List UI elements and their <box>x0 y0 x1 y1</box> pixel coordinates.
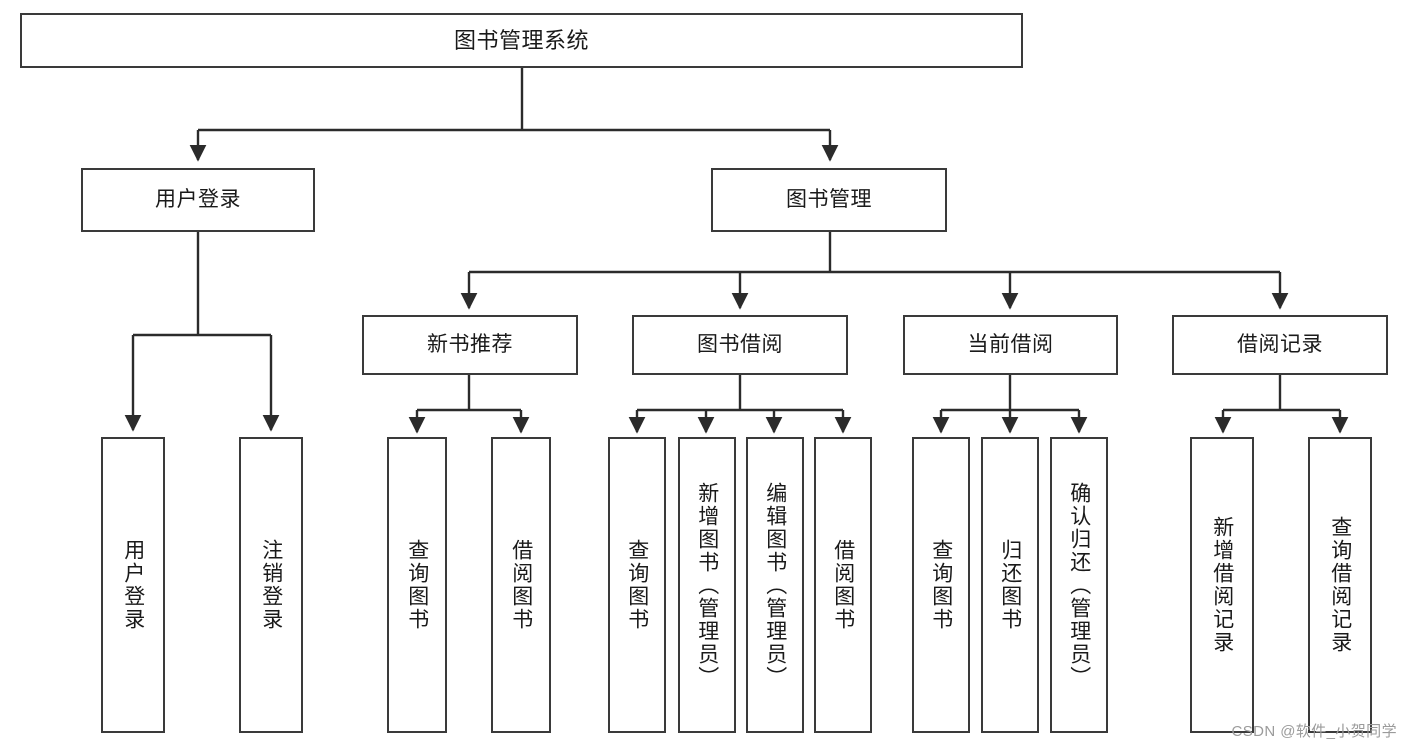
node-book-borrow-label: 图书借阅 <box>697 332 783 356</box>
node-leaf-borrow-book-2[interactable]: 借阅图书 <box>814 437 872 733</box>
node-leaf-return-book-label: 归还图书 <box>998 539 1022 631</box>
node-leaf-edit-book-label: 编辑图书（管理员） <box>763 481 787 689</box>
node-leaf-query-book-3[interactable]: 查询图书 <box>912 437 970 733</box>
node-leaf-user-login-label: 用户登录 <box>121 539 145 631</box>
node-current-borrow-label: 当前借阅 <box>967 332 1054 356</box>
watermark: CSDN @软件_小贺同学 <box>1231 723 1397 740</box>
node-new-book-recommend[interactable]: 新书推荐 <box>362 315 578 375</box>
node-leaf-borrow-book-1[interactable]: 借阅图书 <box>491 437 551 733</box>
node-leaf-borrow-book-1-label: 借阅图书 <box>509 539 533 631</box>
node-leaf-query-book-2[interactable]: 查询图书 <box>608 437 666 733</box>
node-leaf-return-book[interactable]: 归还图书 <box>981 437 1039 733</box>
node-leaf-add-record-label: 新增借阅记录 <box>1210 516 1234 654</box>
node-user-login[interactable]: 用户登录 <box>81 168 315 232</box>
node-leaf-add-book-label: 新增图书（管理员） <box>695 481 719 689</box>
node-borrow-record[interactable]: 借阅记录 <box>1172 315 1388 375</box>
node-leaf-user-logout-label: 注销登录 <box>259 539 283 631</box>
node-leaf-confirm-return-label: 确认归还（管理员） <box>1067 481 1091 689</box>
node-leaf-edit-book[interactable]: 编辑图书（管理员） <box>746 437 804 733</box>
node-user-login-label: 用户登录 <box>155 187 241 211</box>
node-leaf-query-book-3-label: 查询图书 <box>929 539 953 631</box>
node-root[interactable]: 图书管理系统 <box>20 13 1023 68</box>
node-leaf-add-book[interactable]: 新增图书（管理员） <box>678 437 736 733</box>
node-book-manage[interactable]: 图书管理 <box>711 168 947 232</box>
node-leaf-query-book-1-label: 查询图书 <box>405 539 429 631</box>
node-leaf-borrow-book-2-label: 借阅图书 <box>831 539 855 631</box>
node-leaf-query-record-label: 查询借阅记录 <box>1328 516 1352 654</box>
node-leaf-query-book-2-label: 查询图书 <box>625 539 649 631</box>
node-current-borrow[interactable]: 当前借阅 <box>903 315 1118 375</box>
node-new-book-recommend-label: 新书推荐 <box>427 332 513 356</box>
node-book-borrow[interactable]: 图书借阅 <box>632 315 848 375</box>
node-root-label: 图书管理系统 <box>453 27 589 53</box>
node-leaf-query-record[interactable]: 查询借阅记录 <box>1308 437 1372 733</box>
node-leaf-query-book-1[interactable]: 查询图书 <box>387 437 447 733</box>
node-book-manage-label: 图书管理 <box>786 187 872 211</box>
node-leaf-confirm-return[interactable]: 确认归还（管理员） <box>1050 437 1108 733</box>
node-leaf-user-logout[interactable]: 注销登录 <box>239 437 303 733</box>
node-leaf-user-login[interactable]: 用户登录 <box>101 437 165 733</box>
node-leaf-add-record[interactable]: 新增借阅记录 <box>1190 437 1254 733</box>
node-borrow-record-label: 借阅记录 <box>1237 332 1323 356</box>
